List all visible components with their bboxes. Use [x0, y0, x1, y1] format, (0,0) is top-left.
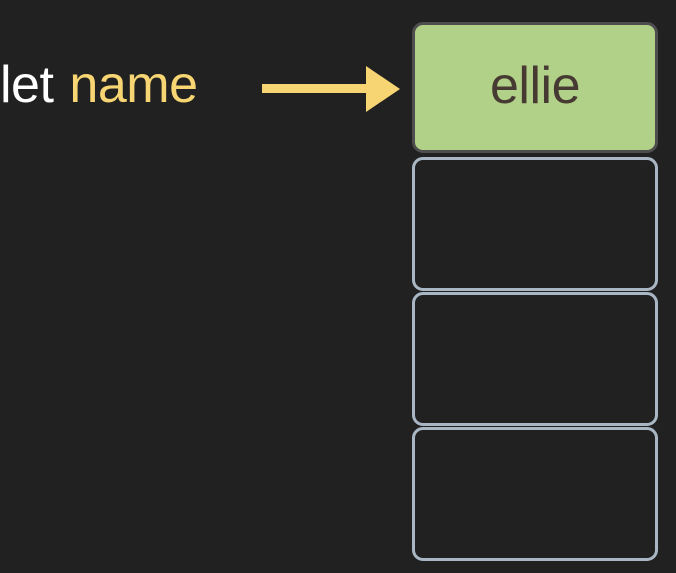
memory-cell-list: ellie — [412, 22, 660, 561]
right-arrow-icon — [262, 62, 404, 116]
memory-cell-3[interactable] — [412, 292, 658, 426]
memory-cell-1-value: ellie — [490, 56, 581, 115]
memory-cell-1[interactable]: ellie — [412, 22, 658, 153]
memory-cell-2[interactable] — [412, 157, 658, 291]
memory-cell-4[interactable] — [412, 427, 658, 561]
variable-name-label: name — [69, 56, 198, 114]
variable-declaration: let name — [0, 50, 198, 120]
let-keyword: let — [0, 56, 54, 114]
